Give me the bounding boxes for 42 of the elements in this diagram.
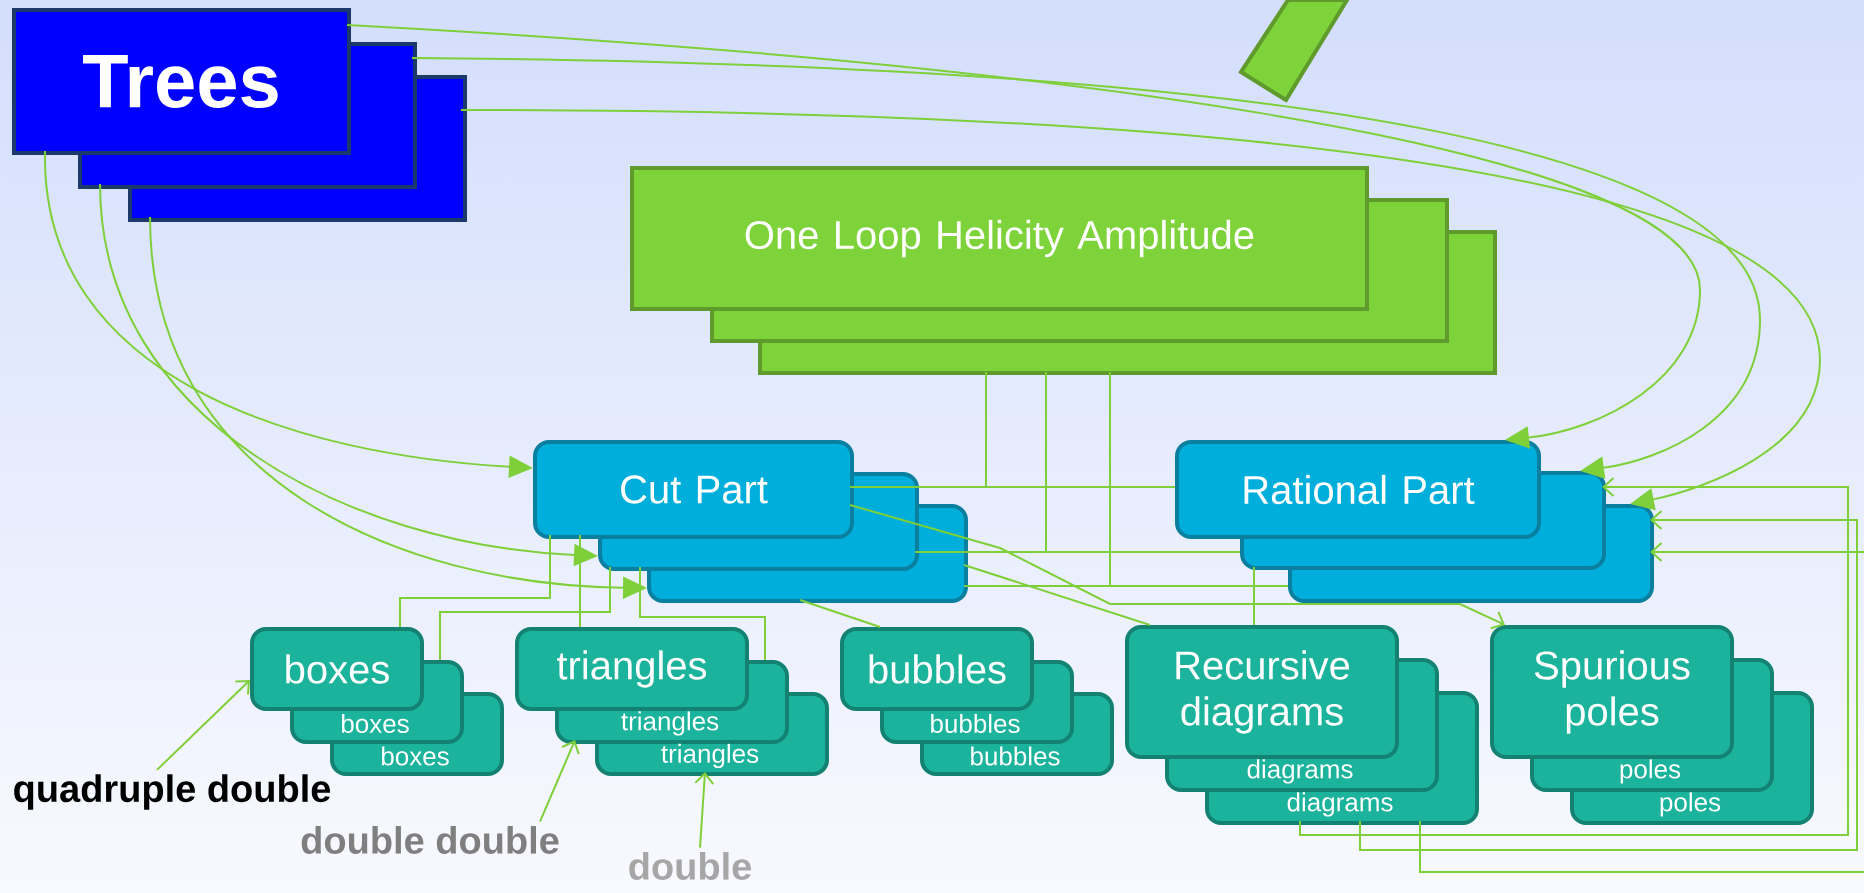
node-label: Recursive	[1176, 650, 1350, 680]
connector-line	[1419, 820, 1864, 873]
node-label: poles	[1620, 759, 1681, 784]
leader-arrow	[156, 680, 250, 771]
annotation-text: quadruple double	[14, 774, 331, 810]
node-label: Rational Part	[1244, 474, 1475, 505]
card-stack: Rational Part	[1175, 440, 1654, 603]
arrow	[1650, 542, 1864, 562]
arrow	[411, 57, 1761, 479]
node-label: poles	[1660, 792, 1721, 817]
leader-arrow	[694, 772, 715, 849]
arrow	[1359, 510, 1858, 851]
annotation-text: double	[629, 852, 751, 880]
connector-line	[1253, 566, 1255, 626]
arrow	[346, 24, 1701, 449]
node-label: bubbles	[869, 654, 1006, 684]
node-label: Cut Part	[621, 475, 768, 504]
connector-line	[399, 534, 551, 628]
connector-line	[985, 371, 1176, 488]
node-label: boxes	[286, 654, 389, 684]
connector-line	[799, 599, 881, 628]
card-stack: triangles triangles triangles	[515, 627, 829, 776]
card-stack: Recursive diagrams diagrams diagrams	[1125, 625, 1479, 825]
connector-line	[439, 566, 611, 661]
arrow	[849, 504, 1505, 630]
connector-line	[963, 564, 1151, 626]
node-label: Spurious	[1534, 650, 1690, 688]
arrow	[460, 109, 1821, 511]
arrow	[1299, 477, 1849, 836]
annotation-text: double double	[301, 826, 559, 854]
connector-line	[1109, 371, 1289, 587]
card-stack: One Loop Helicity Amplitude	[630, 166, 1497, 375]
connector-line	[1045, 371, 1241, 553]
leader-arrow	[539, 740, 580, 823]
card-stack: Trees	[12, 8, 467, 222]
node-label: triangles	[557, 650, 707, 688]
connector-line	[579, 534, 581, 628]
card-stack: Cut Part	[533, 440, 968, 603]
node-label: poles	[1566, 696, 1659, 734]
card-stack: Spurious poles poles poles	[1490, 625, 1814, 825]
card-stack: bubbles bubbles bubbles	[840, 627, 1114, 776]
connector-line	[639, 566, 766, 661]
